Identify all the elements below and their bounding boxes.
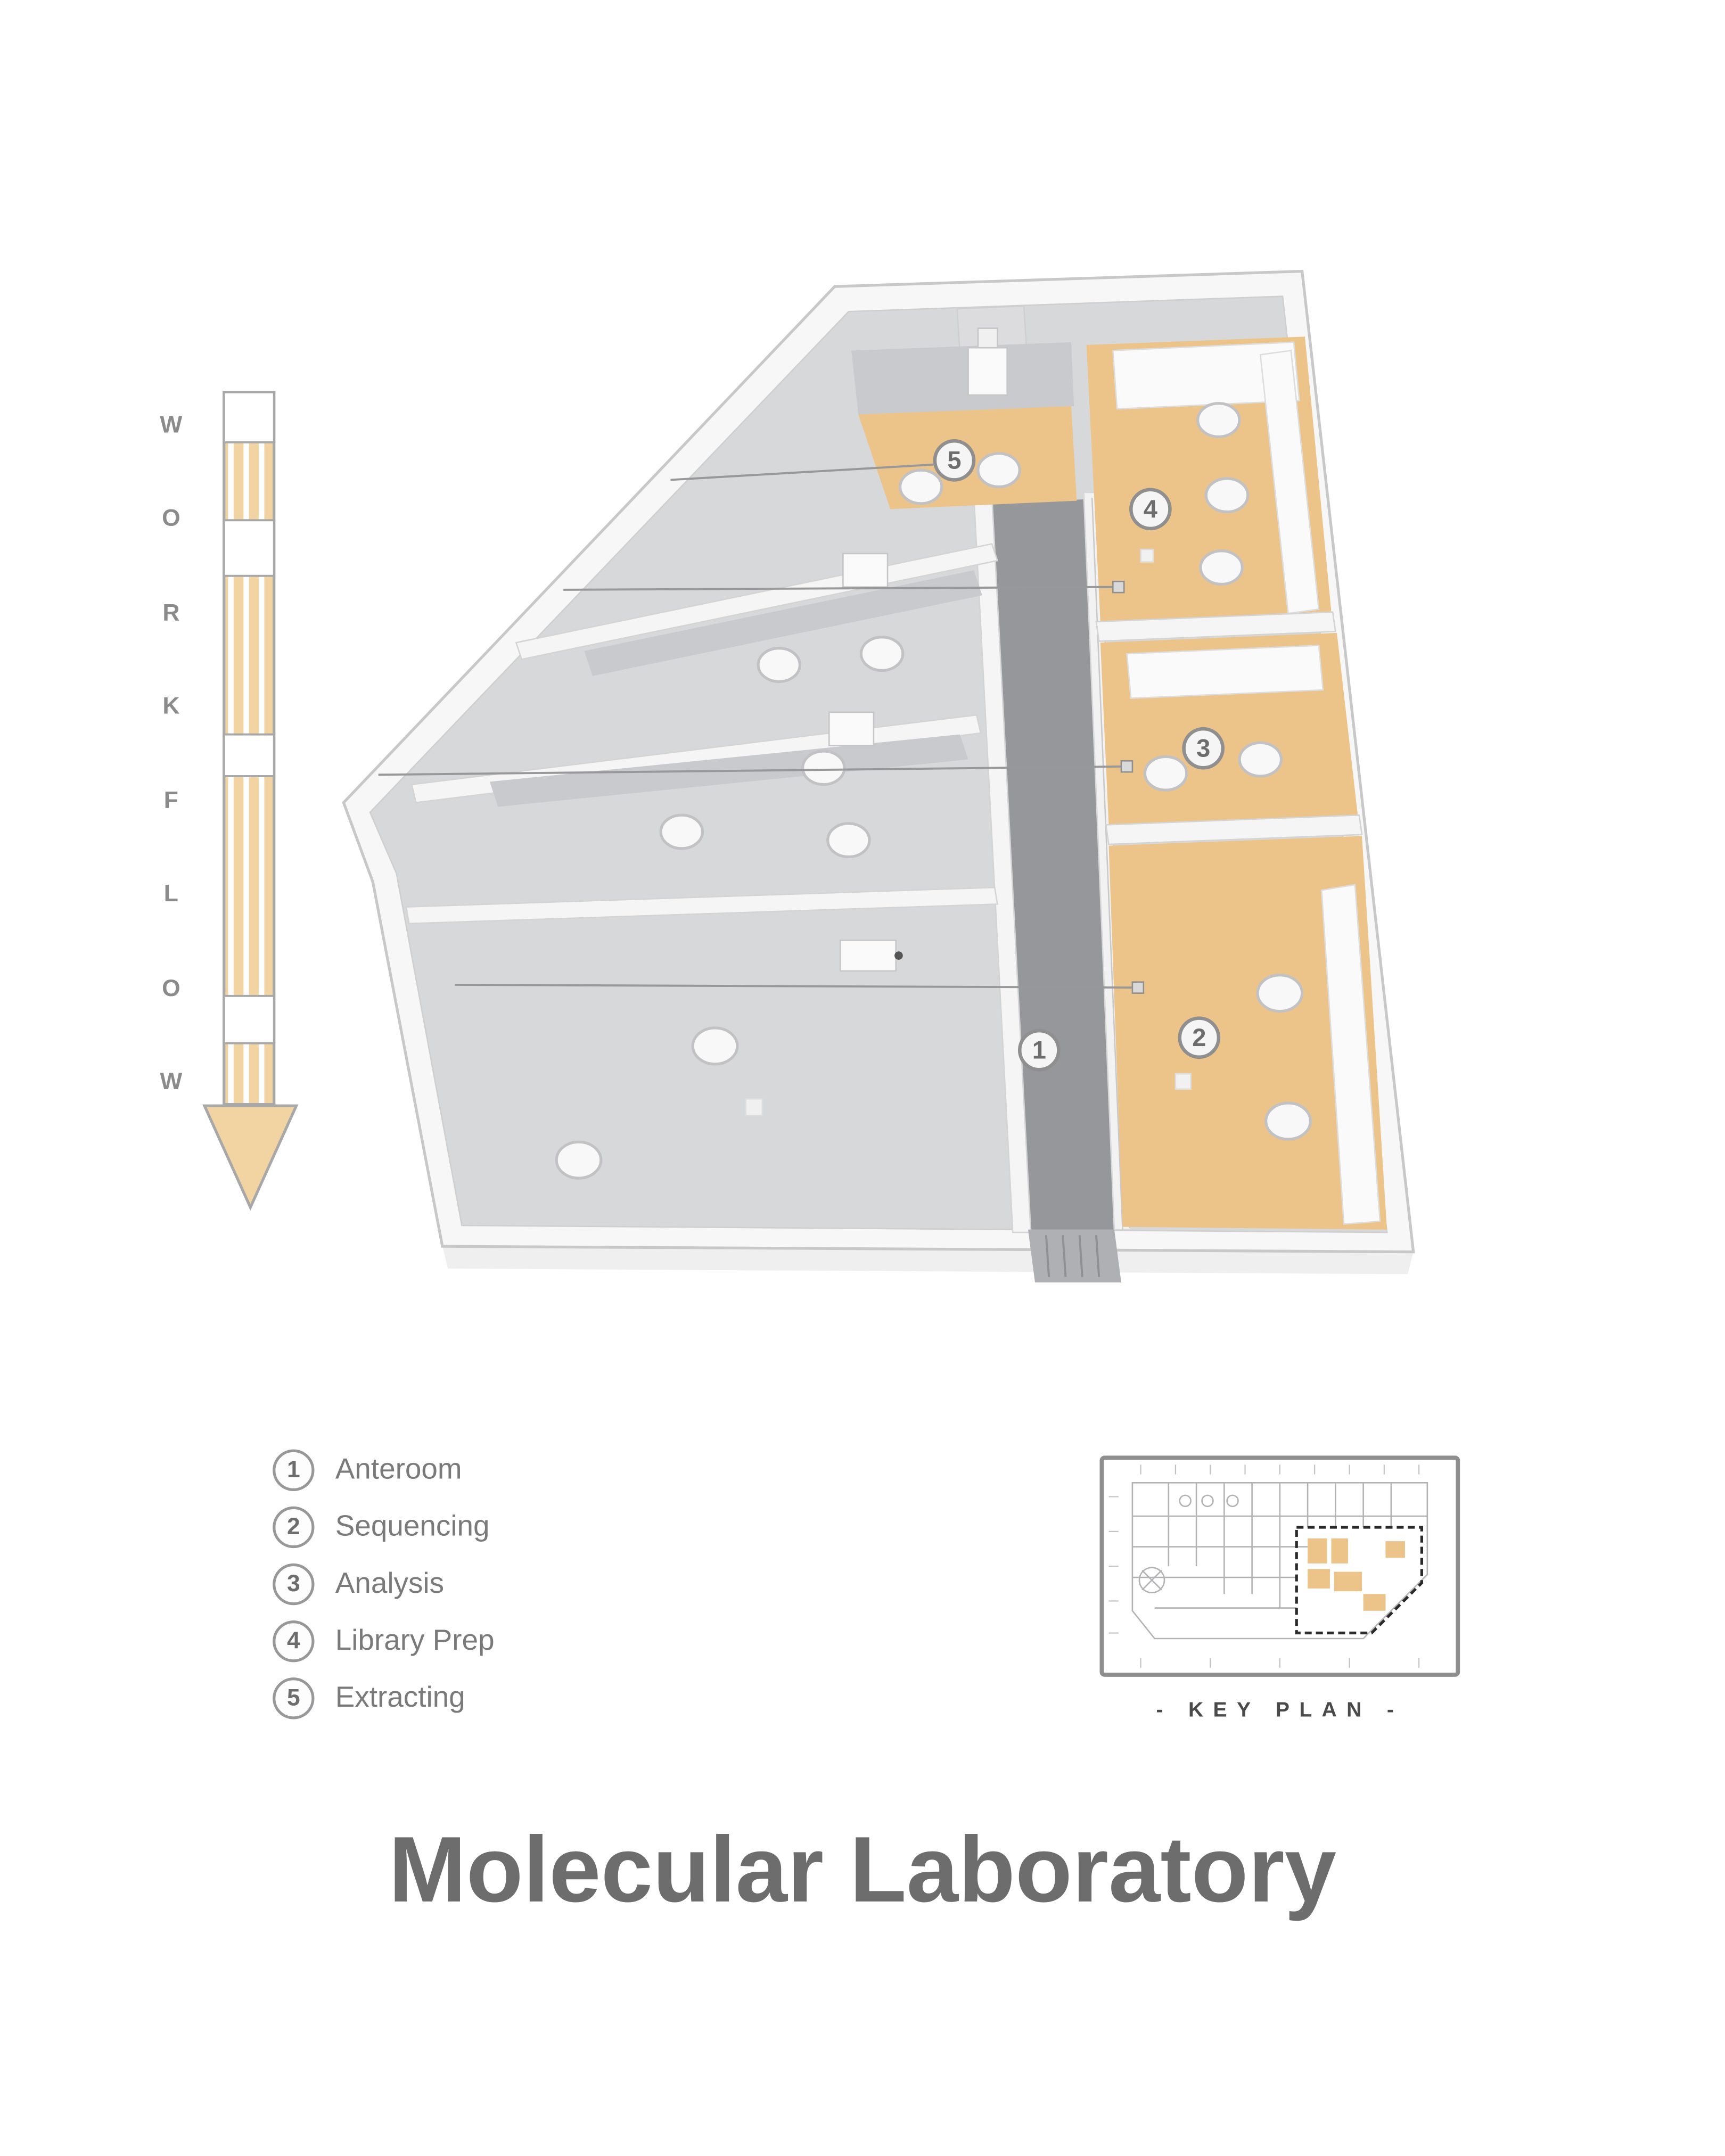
stool-icon — [757, 646, 802, 683]
legend-label-sequencing: Sequencing — [335, 1510, 490, 1543]
legend-item-anteroom: 1 Anteroom — [273, 1449, 494, 1492]
legend-badge-1: 1 — [273, 1449, 315, 1492]
workflow-letter: R — [162, 599, 180, 626]
workflow-label: W O R K F L O W — [145, 412, 198, 1096]
room-badges: 1 2 3 4 5 — [933, 439, 1225, 1072]
door-line — [1078, 1235, 1083, 1277]
legend-label-anteroom: Anteroom — [335, 1453, 462, 1486]
equipment-knob — [894, 951, 903, 960]
stool-icon — [976, 452, 1021, 489]
legend-label-extracting: Extracting — [335, 1681, 465, 1714]
stool-icon — [898, 468, 943, 505]
room-badge-5 — [933, 439, 976, 482]
workflow-letter: W — [160, 1068, 183, 1095]
equipment-icon — [842, 553, 889, 588]
building-shadow — [442, 1246, 1414, 1274]
workflow-arrow-icon — [202, 391, 299, 1211]
legend-item-sequencing: 2 Sequencing — [273, 1506, 494, 1549]
mini-highlight-rooms — [1308, 1538, 1406, 1611]
legend-label-library-prep: Library Prep — [335, 1624, 495, 1657]
stool-icon — [1204, 477, 1250, 514]
legend-label-analysis: Analysis — [335, 1567, 445, 1600]
workflow-letter: K — [162, 693, 180, 720]
stool-icon — [1196, 402, 1241, 439]
workflow-letter: L — [163, 880, 178, 907]
leader-dot — [1131, 981, 1145, 994]
stool-icon — [801, 750, 846, 786]
page-title: Molecular Laboratory — [388, 1818, 1337, 1923]
stool-icon — [555, 1140, 603, 1180]
room-3-bench — [1126, 645, 1324, 700]
mini-floorplan — [1131, 1482, 1428, 1640]
legend-item-library-prep: 4 Library Prep — [273, 1620, 495, 1663]
leader-line-4 — [563, 586, 1119, 591]
workflow-letter: O — [162, 974, 180, 1001]
room-badge-2-number: 2 — [1192, 1023, 1206, 1051]
workflow-letter: O — [162, 505, 180, 532]
mini-highlight-outline — [1295, 1526, 1423, 1635]
glass-rail-line — [1091, 498, 1123, 1230]
leader-lines — [378, 463, 1138, 989]
stool-icon — [1143, 755, 1188, 792]
legend-badge-4: 4 — [273, 1620, 315, 1663]
room-badge-2 — [1178, 1016, 1221, 1059]
workflow-letter: W — [160, 412, 183, 439]
room-badge-3-number: 3 — [1196, 734, 1210, 762]
stool-icon — [1256, 974, 1304, 1013]
floor-marker — [745, 1098, 763, 1116]
leader-line-2 — [455, 983, 1138, 989]
room-2-bench — [1320, 884, 1381, 1225]
room-badge-1-number: 1 — [1032, 1035, 1046, 1064]
room-badge-4-number: 4 — [1144, 495, 1157, 523]
stool-icon — [826, 822, 871, 859]
door-line — [1095, 1235, 1100, 1277]
legend-badge-3: 3 — [273, 1563, 315, 1606]
leader-line-3 — [378, 765, 1127, 776]
partition-wall — [1105, 814, 1363, 845]
room-badge-5-number: 5 — [947, 446, 961, 474]
equipment-icon — [967, 347, 1008, 396]
room-4-bench — [1259, 349, 1320, 614]
legend-item-extracting: 5 Extracting — [273, 1677, 494, 1719]
entry-door — [1028, 1229, 1121, 1283]
stool-icon — [1238, 741, 1283, 778]
stools — [555, 402, 1312, 1180]
stool-icon — [659, 813, 704, 850]
stool-icon — [1264, 1101, 1312, 1141]
door-line — [1062, 1235, 1067, 1277]
legend-badge-2: 2 — [273, 1506, 315, 1549]
key-plan-label: - KEY PLAN - — [1156, 1698, 1404, 1722]
grid-ticks — [1108, 1464, 1420, 1668]
door-line — [1045, 1235, 1050, 1277]
room-4-bench — [1112, 341, 1300, 410]
floor-marker — [1174, 1073, 1192, 1090]
stool-icon — [1199, 549, 1244, 586]
stool-icon — [859, 636, 905, 672]
leader-dot — [1120, 760, 1133, 773]
equipment-icon — [828, 711, 875, 746]
partition-wall — [405, 886, 998, 925]
room-badge-4 — [1129, 488, 1172, 531]
partition-wall — [1095, 611, 1336, 642]
legend: 1 Anteroom 2 Sequencing 3 Analysis 4 Lib… — [273, 1449, 495, 1719]
room-badge-3 — [1182, 727, 1225, 770]
equipment-icon — [977, 327, 998, 349]
stool-icon — [691, 1026, 739, 1066]
room-2-floor — [1108, 836, 1387, 1230]
legend-badge-5: 5 — [273, 1677, 315, 1719]
lab-counter — [584, 570, 982, 676]
room-5-counter — [851, 342, 1074, 415]
legend-item-analysis: 3 Analysis — [273, 1563, 494, 1606]
key-plan: - KEY PLAN - — [1099, 1455, 1460, 1722]
key-plan-thumbnail — [1099, 1455, 1460, 1677]
leader-line-5 — [670, 463, 934, 481]
workflow-letter: F — [163, 787, 178, 813]
room-badge-1 — [1017, 1028, 1061, 1072]
equipment-icon — [839, 940, 897, 972]
leader-dot — [1112, 580, 1125, 594]
floor-marker — [1140, 548, 1154, 563]
